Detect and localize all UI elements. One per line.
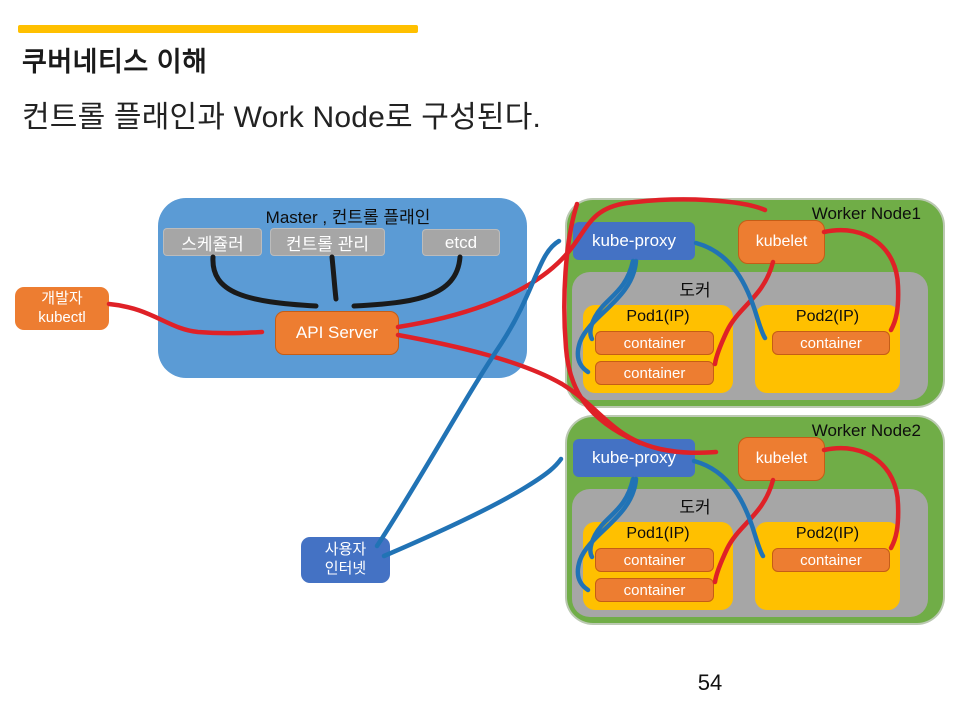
pod1-box-w2: Pod1(IP) container container	[583, 522, 733, 610]
kube-proxy-box-w2: kube-proxy	[573, 439, 695, 477]
etcd-box: etcd	[422, 229, 500, 256]
worker-node-1: Worker Node1 kube-proxy kubelet 도커 Pod1(…	[567, 200, 943, 406]
scheduler-box: 스케쥴러	[163, 228, 262, 256]
docker-label-w2: 도커	[679, 498, 711, 517]
user-internet-box: 사용자 인터넷	[301, 537, 390, 583]
pod1-container2-w2: container	[595, 578, 714, 602]
docker-label-w1: 도커	[679, 281, 711, 300]
kubelet-box-w2: kubelet	[738, 437, 825, 481]
internet-label-line1: 사용자	[324, 541, 367, 559]
pod1-container1-w2: container	[595, 548, 714, 572]
api-server-box: API Server	[275, 311, 399, 355]
pod1-container1-w1: container	[595, 331, 714, 355]
pod1-label-w2: Pod1(IP)	[626, 525, 690, 542]
pod2-label-w2: Pod2(IP)	[795, 525, 860, 542]
pod2-label-w1: Pod2(IP)	[795, 308, 860, 325]
developer-label-line2: kubectl	[38, 308, 86, 326]
docker-box-w2: 도커 Pod1(IP) container container Pod2(IP)…	[572, 489, 928, 617]
page-number: 54	[697, 670, 723, 695]
worker-node-2-label: Worker Node2	[811, 421, 921, 440]
worker-node-2: Worker Node2 kube-proxy kubelet 도커 Pod1(…	[567, 417, 943, 623]
developer-label-line1: 개발자	[41, 289, 83, 307]
accent-bar	[18, 25, 418, 33]
page-title: 쿠버네티스 이해	[22, 47, 208, 77]
kube-proxy-box-w1: kube-proxy	[573, 222, 695, 260]
pod1-label-w1: Pod1(IP)	[626, 308, 690, 325]
pod1-box-w1: Pod1(IP) container container	[583, 305, 733, 393]
pod2-box-w2: Pod2(IP) container	[755, 522, 900, 610]
kubelet-box-w1: kubelet	[738, 220, 825, 264]
page-subtitle: 컨트롤 플래인과 Work Node로 구성된다.	[22, 101, 542, 134]
pod1-container2-w1: container	[595, 361, 714, 385]
developer-kubectl-box: 개발자 kubectl	[15, 287, 109, 330]
internet-label-line2: 인터넷	[324, 560, 367, 577]
arrow-internet-to-kubeproxy-w2	[381, 456, 564, 559]
pod2-container1-w1: container	[772, 331, 890, 355]
pod2-box-w1: Pod2(IP) container	[755, 305, 900, 393]
controller-manager-box: 컨트롤 관리	[270, 228, 385, 256]
worker-node-1-label: Worker Node1	[811, 204, 921, 223]
docker-box-w1: 도커 Pod1(IP) container container Pod2(IP)…	[572, 272, 928, 400]
master-title: Master , 컨트롤 플래인	[265, 208, 431, 227]
pod2-container1-w2: container	[772, 548, 890, 572]
